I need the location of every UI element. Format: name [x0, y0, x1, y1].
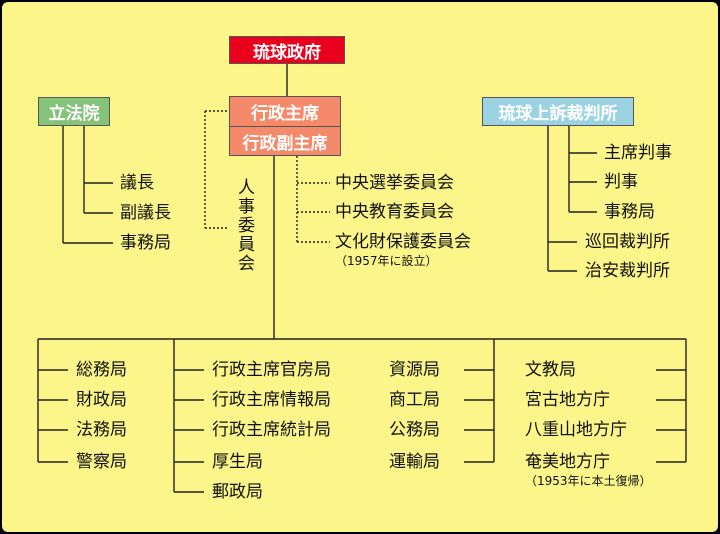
court-item: 判事: [604, 172, 638, 192]
bureau-item: 法務局: [76, 420, 127, 440]
bureau-item: 公務局: [389, 420, 440, 440]
executive-deputy-box: 行政副主席: [229, 126, 341, 156]
legislature-box: 立法院: [38, 97, 110, 126]
bureau-item: 資源局: [389, 360, 440, 380]
committee-item: 中央教育委員会: [335, 202, 454, 222]
court-box: 琉球上訴裁判所: [482, 97, 634, 126]
bureau-item: 八重山地方庁: [525, 420, 627, 440]
bureau-item: 厚生局: [212, 452, 263, 472]
personnel-committee: 人事委員会: [234, 178, 254, 273]
bureau-item: 宮古地方庁: [525, 390, 610, 410]
bureau-item: 商工局: [389, 390, 440, 410]
committee-item: 文化財保護委員会: [335, 232, 471, 252]
sub-court-item: 治安裁判所: [585, 261, 670, 281]
bureau-item: 財政局: [76, 390, 127, 410]
sub-court-item: 巡回裁判所: [585, 232, 670, 252]
bureau-note: （1953年に本土復帰）: [525, 474, 652, 488]
court-item: 事務局: [604, 202, 655, 222]
government-box: 琉球政府: [229, 36, 345, 64]
court-item: 主席判事: [604, 143, 672, 163]
bureau-item: 郵政局: [212, 482, 263, 502]
bureau-item: 総務局: [76, 360, 127, 380]
bureau-item: 行政主席情報局: [212, 390, 331, 410]
committee-item: 中央選挙委員会: [335, 173, 454, 193]
legislature-item: 事務局: [120, 233, 171, 253]
committee-note: （1957年に設立）: [335, 254, 438, 268]
bureau-item: 奄美地方庁: [525, 452, 610, 472]
legislature-item: 議長: [120, 173, 154, 193]
bureau-item: 行政主席官房局: [212, 360, 331, 380]
bureau-item: 運輸局: [389, 452, 440, 472]
bureau-item: 警察局: [76, 452, 127, 472]
legislature-item: 副議長: [120, 203, 171, 223]
bureau-item: 文教局: [525, 360, 576, 380]
executive-chief-box: 行政主席: [229, 96, 341, 126]
bureau-item: 行政主席統計局: [212, 420, 331, 440]
